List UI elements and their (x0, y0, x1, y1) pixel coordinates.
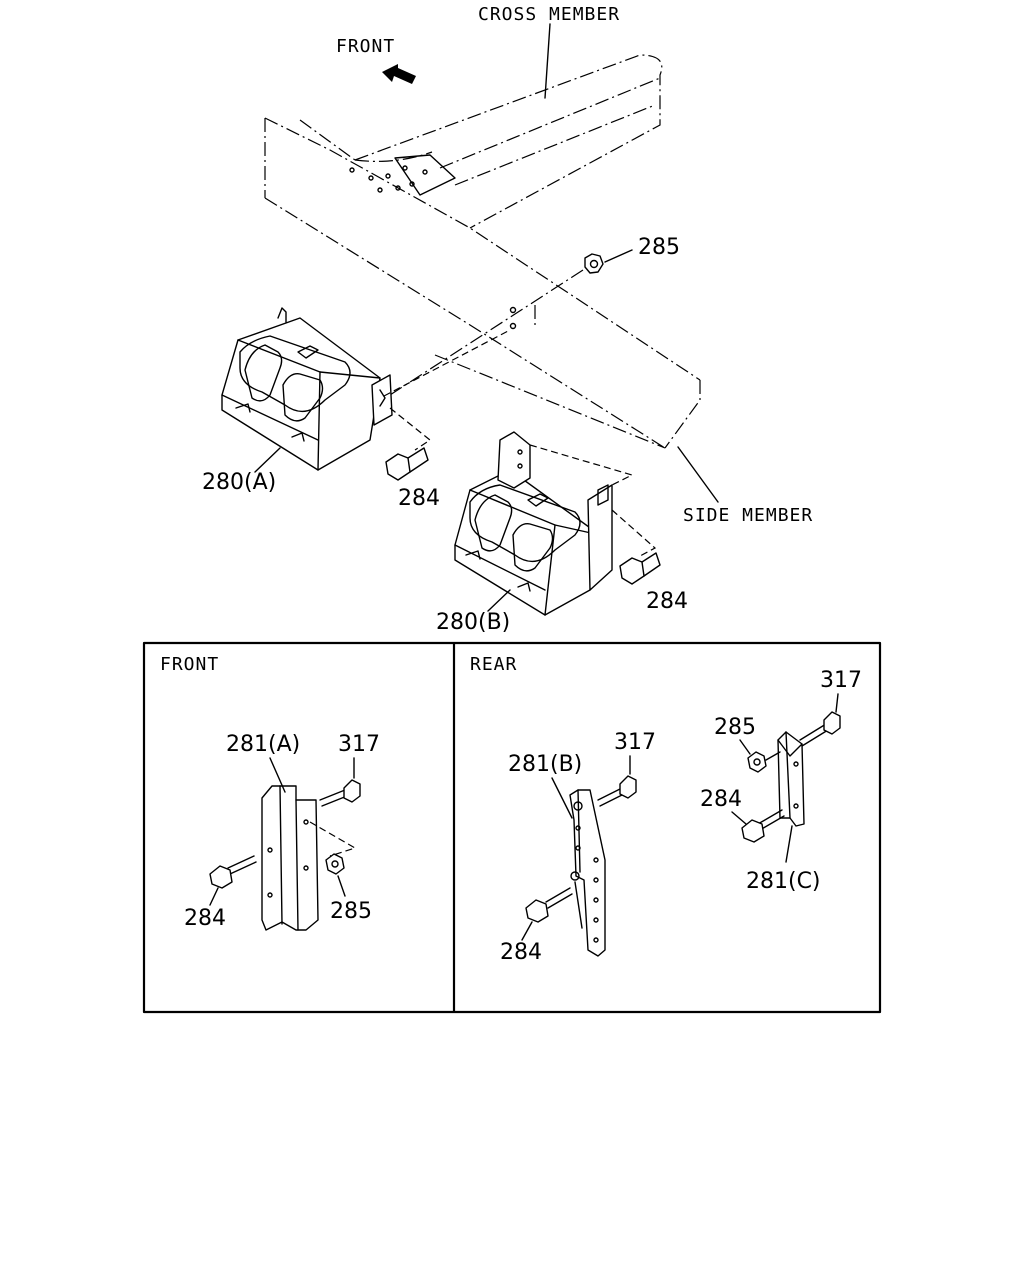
bolt-317-icon (319, 779, 361, 807)
callout-280a: 280(A) (202, 470, 276, 495)
cross-member-label: CROSS MEMBER (478, 4, 620, 25)
mount-hole (509, 306, 517, 314)
nut-285-icon (584, 253, 604, 274)
leader-285 (604, 249, 633, 263)
callout-284-rear-right: 284 (700, 787, 742, 812)
front-direction-label: FRONT (336, 36, 395, 57)
callout-281c: 281(C) (746, 869, 821, 894)
callout-281a: 281(A) (226, 732, 300, 757)
leader-280b (487, 589, 511, 612)
callout-284-a: 284 (398, 486, 440, 511)
leader-280a (254, 447, 281, 473)
callout-281b: 281(B) (508, 752, 582, 777)
leader-281a (269, 757, 286, 793)
leader-281c (785, 825, 793, 863)
cross-member-leader (544, 23, 551, 99)
callout-284-front: 284 (184, 906, 226, 931)
gusset-plate (349, 154, 456, 196)
callout-285: 285 (638, 235, 680, 260)
bracket-281c (777, 731, 805, 827)
side-member-leader (677, 446, 719, 503)
rear-panel-title: REAR (470, 654, 517, 675)
mud-guard-bracket-280b (454, 431, 613, 616)
callout-285-front: 285 (330, 899, 372, 924)
bracket-281a (261, 785, 319, 931)
detail-frame (142, 641, 882, 1014)
callout-317-front: 317 (338, 732, 380, 757)
callout-280b: 280(B) (436, 610, 510, 635)
nut-285-icon (747, 751, 781, 773)
mud-guard-bracket-280a (221, 307, 393, 471)
bolt-284-icon (385, 447, 429, 481)
bolt-317-icon (597, 775, 637, 807)
callout-284-rear-left: 284 (500, 940, 542, 965)
cross-member (354, 54, 663, 229)
callout-317-rear-left: 317 (614, 730, 656, 755)
callout-285-rear: 285 (714, 715, 756, 740)
front-arrow-icon (382, 64, 416, 84)
front-panel-title: FRONT (160, 654, 219, 675)
bolt-284-icon (741, 809, 785, 843)
callout-317-rear-right: 317 (820, 668, 862, 693)
bolt-284-icon (209, 855, 257, 889)
nut-285-icon (325, 853, 345, 875)
callout-284-b: 284 (646, 589, 688, 614)
bolt-317-icon (799, 711, 841, 747)
centerline-285 (389, 269, 584, 396)
bolt-284-icon (619, 552, 661, 585)
leader-281b (551, 777, 573, 819)
mount-hole (509, 322, 517, 330)
side-member-label: SIDE MEMBER (683, 505, 813, 526)
bolt-284-icon (525, 887, 573, 923)
bracket-281b (569, 789, 606, 957)
